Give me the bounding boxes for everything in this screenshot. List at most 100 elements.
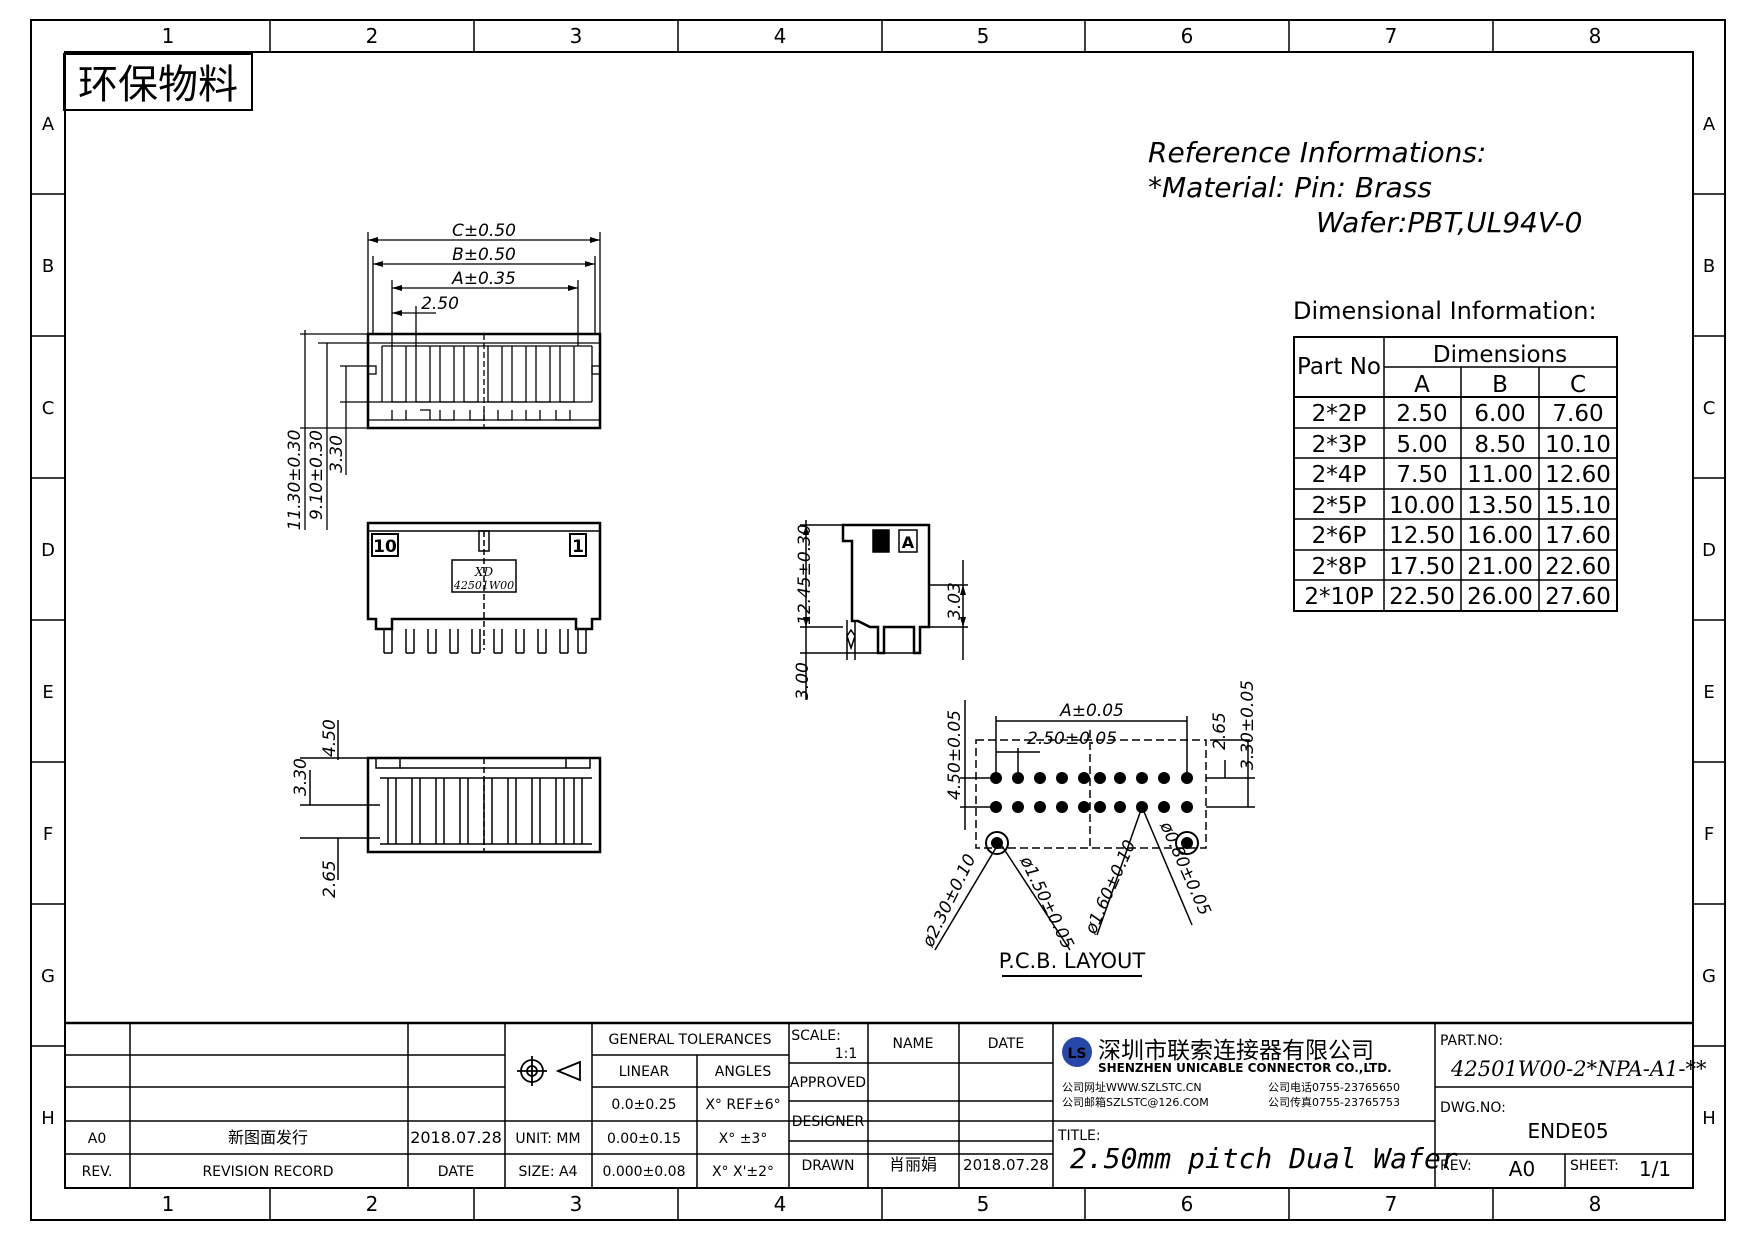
side-dim-300: 3.00	[793, 662, 813, 700]
sheet-label: SHEET:	[1570, 1158, 1619, 1174]
angles-header: ANGLES	[715, 1064, 772, 1080]
bottom-dim-450: 4.50	[320, 719, 340, 757]
table-cell-part: 2*6P	[1312, 523, 1367, 549]
dimension-table-text: Part No Dimensions A B C 2*2P 2.50 6.00 …	[1297, 342, 1611, 610]
angle-tol-1: X° REF±6°	[705, 1097, 780, 1113]
row-label: C	[42, 398, 55, 419]
zone-row-dividers	[31, 193, 1725, 1047]
col-label: 2	[366, 1192, 379, 1216]
col-label: 6	[1181, 24, 1194, 48]
linear-tol-2: 0.00±0.15	[607, 1131, 681, 1147]
bottom-dim-265: 2.65	[320, 860, 340, 898]
table-cell-c: 27.60	[1545, 584, 1611, 610]
pcb-dim-pitch: 2.50±0.05	[1027, 729, 1117, 749]
table-cell-a: 10.00	[1389, 493, 1455, 519]
col-label: 3	[570, 24, 583, 48]
linear-tol-3: 0.000±0.08	[603, 1164, 686, 1180]
side-a-label: A	[902, 533, 915, 552]
table-cell-c: 10.10	[1545, 432, 1611, 458]
pcb-layout-title: P.C.B. LAYOUT	[999, 949, 1146, 973]
row-label: A	[42, 114, 55, 135]
col-label: 5	[977, 1192, 990, 1216]
dim-b: B±0.50	[452, 245, 516, 265]
company-tel: 公司电话0755-23765650	[1268, 1081, 1400, 1094]
pcb-holes	[990, 772, 1193, 813]
size-label: SIZE: A4	[518, 1164, 577, 1180]
col-label: 3	[570, 1192, 583, 1216]
table-cell-c: 15.10	[1545, 493, 1611, 519]
model-mark: 42501W00	[453, 579, 514, 592]
eco-stamp-text: 环保物料	[78, 62, 238, 108]
date-col-header: DATE	[988, 1036, 1024, 1052]
table-cell-a: 17.50	[1389, 554, 1455, 580]
table-cell-part: 2*2P	[1312, 401, 1367, 427]
pcb-dim-265: 2.65	[1210, 712, 1230, 750]
side-b-label: B	[875, 533, 887, 552]
table-cell-part: 2*8P	[1312, 554, 1367, 580]
revision-record-header: REVISION RECORD	[202, 1164, 333, 1180]
front-view-labels: 10 1 XD 42501W00	[373, 537, 584, 592]
company-web: 公司网址WWW.SZLSTC.CN	[1062, 1080, 1202, 1094]
drawn-label: DRAWN	[801, 1158, 854, 1174]
row-label: C	[1703, 398, 1716, 419]
col-label: 8	[1589, 24, 1602, 48]
row-label: H	[41, 1108, 55, 1129]
table-cell-c: 7.60	[1552, 401, 1603, 427]
table-cell-part: 2*3P	[1312, 432, 1367, 458]
company-name-cn: 深圳市联索连接器有限公司	[1098, 1038, 1374, 1064]
table-cell-part: 2*5P	[1312, 493, 1367, 519]
table-cell-b: 21.00	[1467, 554, 1533, 580]
table-cell-b: 6.00	[1474, 401, 1525, 427]
table-cell-b: 16.00	[1467, 523, 1533, 549]
part-no-header: Part No	[1297, 354, 1381, 380]
side-view-arrows	[803, 525, 966, 627]
table-cell-a: 7.50	[1396, 462, 1447, 488]
top-view-arrows	[368, 237, 600, 316]
front-view-drawing	[366, 521, 602, 654]
angle-tol-2: X° ±3°	[719, 1131, 768, 1147]
side-height-dim: 12.45±0.30	[795, 524, 815, 625]
table-cell-c: 17.60	[1545, 523, 1611, 549]
pcb-hole-150: ø1.50±0.05	[1015, 853, 1077, 953]
dim-height-inner: 9.10±0.30	[307, 430, 327, 520]
dwg-no-value: ENDE05	[1527, 1119, 1608, 1143]
pcb-hole-230: ø2.30±0.10	[918, 851, 980, 951]
linear-tol-1: 0.0±0.25	[611, 1097, 676, 1113]
dim-height-pin: 3.30	[327, 435, 347, 473]
top-view-drawing	[300, 232, 602, 530]
drawn-date: 2018.07.28	[963, 1156, 1049, 1174]
zone-column-dividers	[269, 20, 1494, 1220]
pcb-layout-drawing	[934, 700, 1255, 951]
side-view-drawing	[800, 520, 968, 700]
col-label: 4	[774, 24, 787, 48]
col-label: 2	[366, 24, 379, 48]
table-cell-b: 26.00	[1467, 584, 1533, 610]
col-label: 4	[774, 1192, 787, 1216]
table-cell-a: 2.50	[1396, 401, 1447, 427]
pcb-mount-holes	[985, 831, 1199, 855]
rev-label: REV:	[1440, 1158, 1472, 1174]
col-b-header: B	[1492, 372, 1508, 398]
row-label: A	[1703, 114, 1716, 135]
table-cell-b: 11.00	[1467, 462, 1533, 488]
row-label: F	[1704, 824, 1714, 845]
part-no-value: 42501W00-2*NPA-A1-**	[1450, 1057, 1707, 1081]
zone-row-labels-left: A B C D E F G H	[41, 114, 55, 1129]
pcb-dim-450: 4.50±0.05	[945, 710, 965, 800]
reference-title: Reference Informations:	[1148, 136, 1486, 169]
rev-header: REV.	[82, 1164, 113, 1180]
scale-label: SCALE:	[791, 1028, 841, 1044]
pcb-labels: A±0.05 2.50±0.05 4.50±0.05 2.65 3.30±0.0…	[918, 680, 1258, 952]
table-cell-c: 22.60	[1545, 554, 1611, 580]
designer-label: DESIGNER	[792, 1114, 865, 1130]
drawn-name: 肖丽娟	[889, 1155, 937, 1174]
date-header: DATE	[438, 1164, 474, 1180]
pcb-hole-160: ø1.60±0.10	[1081, 837, 1140, 938]
title-block-right: PART.NO: 42501W00-2*NPA-A1-** DWG.NO: EN…	[1057, 1033, 1707, 1181]
row-label: E	[1703, 682, 1714, 703]
side-dim-303: 3.03	[945, 582, 965, 620]
row-label: E	[42, 682, 53, 703]
pcb-dim-330: 3.30±0.05	[1238, 680, 1258, 770]
company-logo-icon: LS	[1062, 1037, 1092, 1067]
